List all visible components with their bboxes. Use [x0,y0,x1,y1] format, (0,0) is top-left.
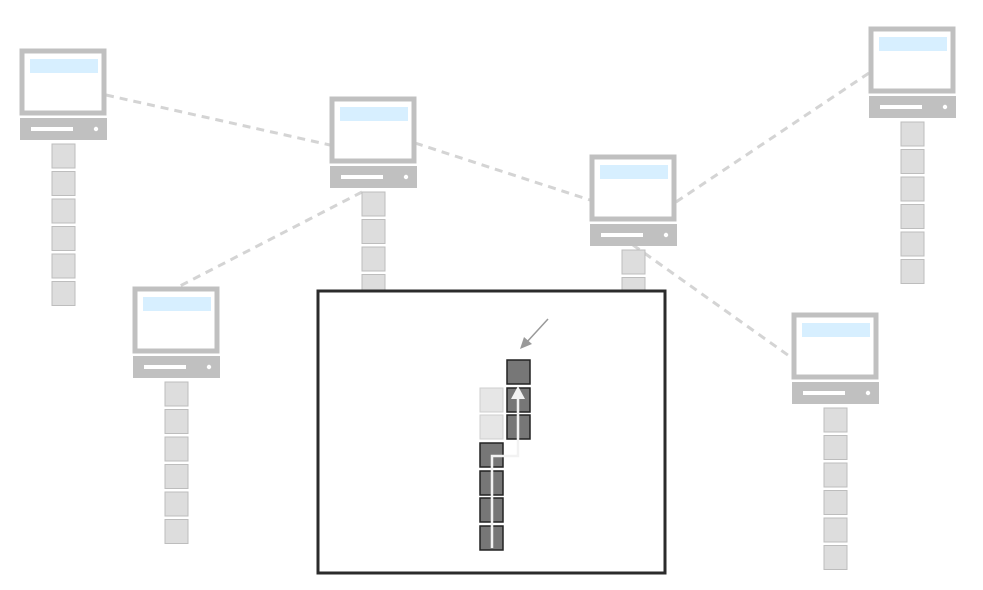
chain-block [900,259,925,284]
chain-block [164,491,189,517]
chain-block [164,436,189,462]
screen-titlebar [879,37,947,51]
network-nodes [19,26,956,570]
drive-slot [880,105,922,109]
chain-block [361,246,386,272]
power-light [663,232,669,238]
screen-titlebar [802,323,870,337]
chain-block [823,407,848,433]
chain-block [51,143,76,169]
chain-block [51,281,76,306]
chain-block [51,171,76,196]
computer-node-icon [132,286,220,378]
computer-node-icon [868,26,956,118]
connection-line [632,243,793,360]
chain-block [900,231,925,257]
drive-slot [803,391,845,395]
screen-titlebar [30,59,98,73]
node-5 [868,26,956,284]
node-6 [791,312,879,570]
chain-block [51,253,76,279]
chain-block [900,176,925,202]
chain-block [900,204,925,229]
connection-line [414,141,591,202]
node-2 [329,96,417,354]
connection-line [675,71,870,204]
drive-slot [31,127,73,131]
power-light [403,174,409,180]
computer-node-icon [791,312,879,404]
arrow-icon-head [520,337,532,349]
node-chain [823,407,848,570]
chain-block [164,519,189,544]
network-connections [105,71,870,360]
chain-block [51,226,76,251]
node-chain [51,143,76,306]
power-light [942,104,948,110]
screen-titlebar [600,165,668,179]
node-chain [164,381,189,544]
chain-block [900,121,925,147]
drive-slot [601,233,643,237]
chain-block [823,462,848,488]
screen-titlebar [340,107,408,121]
faded-block [479,414,504,440]
zoom-inset [316,289,667,575]
chain-block [51,198,76,224]
chain-block [823,435,848,460]
computer-node-icon [589,154,677,246]
chain-block [164,464,189,489]
chain-block [900,149,925,174]
power-light [206,364,212,370]
connection-line [177,190,363,289]
chain-block [621,249,646,275]
chain-block [164,381,189,407]
computer-node-icon [329,96,417,188]
chain-block [823,490,848,515]
fork-block-dark [506,359,531,385]
chain-block [361,191,386,217]
path-arrowhead [511,386,525,399]
node-3 [132,286,220,544]
chain-block [823,545,848,570]
node-1 [19,48,107,306]
arrow-icon [525,318,549,344]
power-light [93,126,99,132]
node-chain [900,121,925,284]
screen-titlebar [143,297,211,311]
faded-block [479,387,504,413]
drive-slot [341,175,383,179]
connection-line [105,93,331,147]
zoom-inset-content [479,318,549,551]
drive-slot [144,365,186,369]
computer-node-icon [19,48,107,140]
chain-block [361,219,386,244]
power-light [865,390,871,396]
chain-block [164,409,189,434]
longest-chain-path [490,398,520,548]
chain-block [823,517,848,543]
